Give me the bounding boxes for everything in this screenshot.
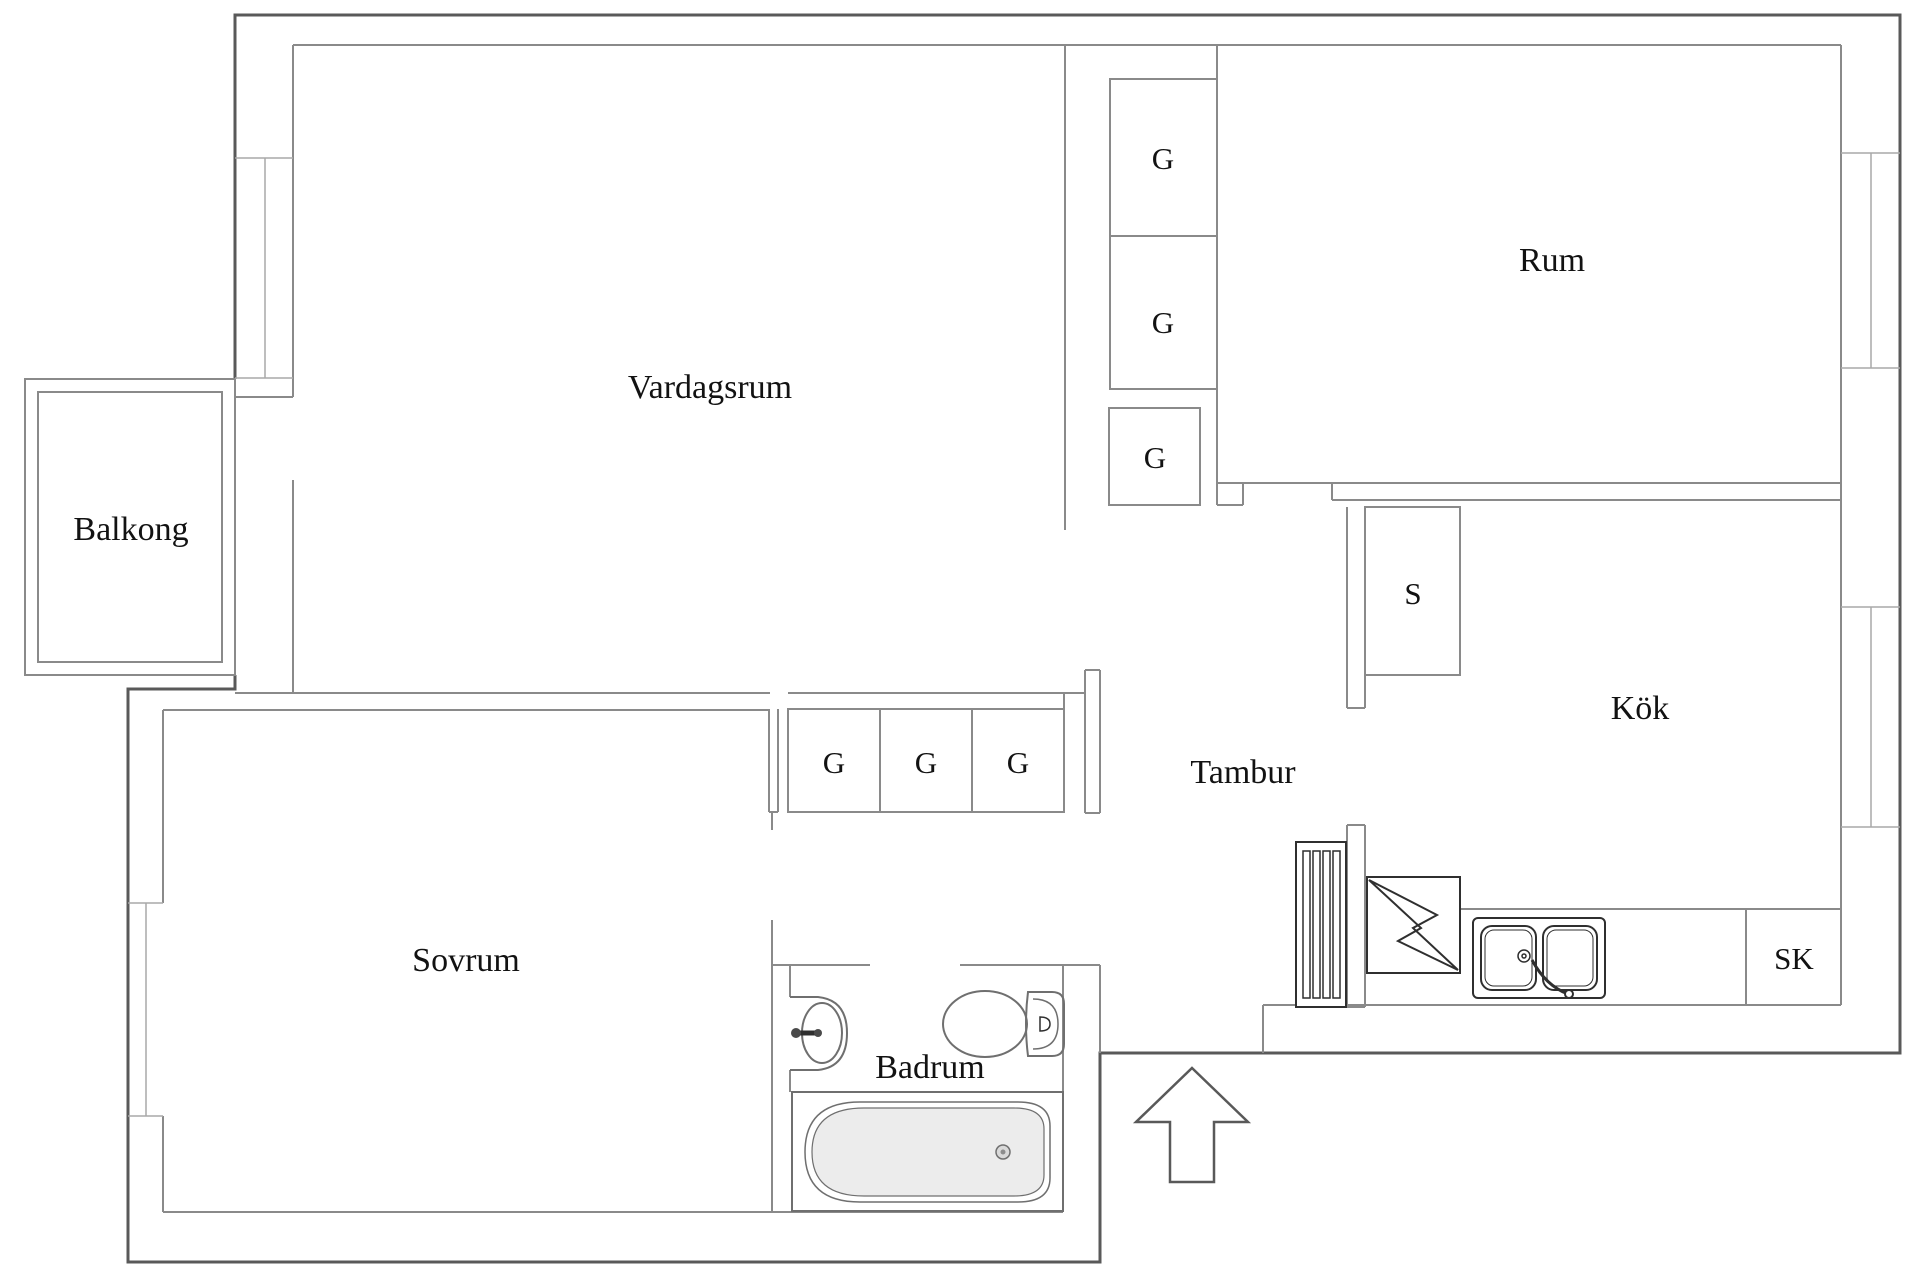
- kitchen-sink-bowl-left: [1480, 925, 1537, 991]
- label-sovrum: Sovrum: [412, 942, 520, 979]
- toilet-flush: [1039, 1016, 1051, 1032]
- toilet: [942, 990, 1065, 1058]
- label-balkong: Balkong: [73, 511, 188, 548]
- bathtub-basin: [811, 1107, 1045, 1197]
- kitchen-sink-faucet-base: [1564, 989, 1574, 999]
- label-closet-g3: G: [1144, 440, 1166, 475]
- toilet-tank-inner: [1032, 998, 1059, 1050]
- label-tambur: Tambur: [1190, 754, 1296, 791]
- tambur-kok-wall-bars: [1346, 507, 1366, 1008]
- toilet-tank: [1025, 991, 1065, 1057]
- closet-s-box: [1364, 506, 1461, 676]
- label-closet-s: S: [1404, 576, 1421, 611]
- balcony-inner-rail: [37, 391, 223, 663]
- entrance-arrow: [1132, 1066, 1252, 1184]
- label-kok: Kök: [1611, 690, 1670, 727]
- label-closet-g2: G: [1152, 305, 1174, 340]
- label-closet-g5: G: [915, 745, 937, 780]
- windows: [128, 152, 1900, 1117]
- bathtub-rim: [804, 1101, 1051, 1203]
- toilet-bowl: [942, 990, 1028, 1058]
- label-closet-g4: G: [823, 745, 845, 780]
- sovrum-badrum-partition: [771, 812, 791, 1212]
- kitchen-sink-drain: [1517, 949, 1531, 963]
- label-closet-g6: G: [1007, 745, 1029, 780]
- kok-window: [1841, 606, 1900, 828]
- vardagsrum-sovrum-walls: [162, 692, 1085, 1213]
- radiator-bar: [1322, 850, 1331, 999]
- kitchen-sink: [1472, 917, 1606, 999]
- label-closet-sk: SK: [1774, 941, 1814, 976]
- badrum-walls: [772, 964, 1101, 1212]
- interior-walls: [24, 44, 1842, 1213]
- balcony-outer-rail: [24, 378, 236, 676]
- kitchen-counter-walls: [1262, 908, 1842, 1053]
- entrance-arrow-icon: [1132, 1066, 1252, 1184]
- outer-boundary-wall: [126, 13, 1902, 1264]
- bathtub: [791, 1091, 1064, 1212]
- labels: Balkong Vardagsrum Rum Sovrum Badrum Tam…: [73, 141, 1814, 1086]
- kitchen-sink-frame: [1472, 917, 1606, 999]
- closet-row-stub-wall: [768, 709, 779, 813]
- label-rum: Rum: [1519, 242, 1585, 279]
- radiator-bar: [1332, 850, 1341, 999]
- closet-row-dividers: [879, 693, 1065, 812]
- inner-perimeter-walls: [234, 44, 1842, 909]
- vardagsrum-window: [235, 157, 293, 379]
- bathroom-sink-faucet-handle: [791, 1028, 801, 1038]
- radiator: [1295, 841, 1347, 1008]
- tambur-west-wall: [1084, 669, 1101, 814]
- kitchen-sink-bowl-right-inner: [1546, 929, 1594, 987]
- lightning-icon: [1368, 879, 1459, 971]
- bathroom-sink-faucet-spout: [814, 1029, 822, 1037]
- bathroom-sink: [790, 996, 849, 1071]
- outer-walls: [126, 13, 1902, 1264]
- bathroom-sink-panel: [790, 996, 849, 1071]
- closet-g2-box: [1109, 235, 1218, 390]
- kitchen-sink-drain-dot: [1521, 953, 1527, 959]
- bathtub-drain-dot: [1000, 1149, 1006, 1155]
- radiator-bar: [1312, 850, 1321, 999]
- stove: [1366, 876, 1461, 974]
- label-vardagsrum: Vardagsrum: [628, 369, 792, 406]
- kitchen-sink-bowl-left-inner: [1484, 929, 1533, 987]
- sovrum-window: [128, 902, 163, 1117]
- label-closet-g1: G: [1152, 141, 1174, 176]
- radiator-bar: [1302, 850, 1311, 999]
- closet-g3-box: [1108, 407, 1201, 506]
- label-badrum: Badrum: [875, 1049, 985, 1086]
- rum-window: [1841, 152, 1900, 369]
